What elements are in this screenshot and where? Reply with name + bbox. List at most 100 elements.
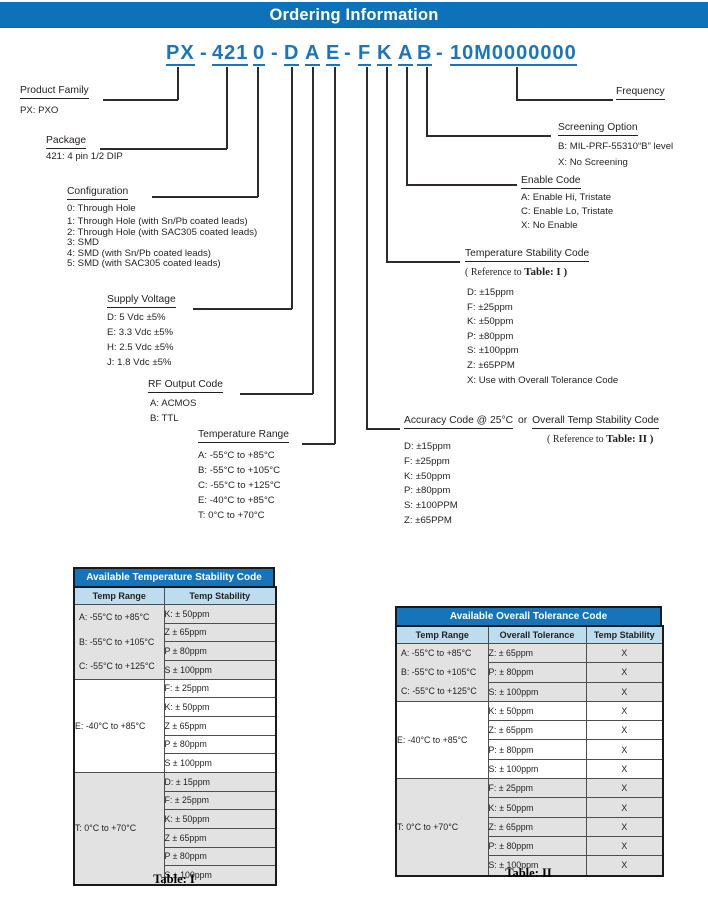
connector-line [386, 261, 460, 263]
temp-range-value: A: -55°C to +85°C [79, 612, 150, 623]
package-code: 421: 4 pin 1/2 DIP [46, 151, 123, 162]
temp-stability-value: K: ± 50ppm [163, 809, 277, 829]
temperature-range-code: T: 0°C to +70°C [198, 510, 265, 521]
part-number-segment-family: PX [166, 42, 195, 66]
screening-option-list: B: MIL-PRF-55310“B” level X: No Screenin… [558, 139, 673, 170]
reference-text: ( Reference to [465, 267, 522, 278]
temp-range-value: C: -55°C to +125°C [79, 661, 155, 672]
temperature-stability-code: X: Use with Overall Tolerance Code [467, 374, 619, 386]
screening-option-code: X: No Screening [558, 156, 628, 168]
temp-stability-value: F: ± 25ppm [163, 678, 277, 699]
overall-tolerance-value: S: ± 100ppm [487, 681, 587, 702]
part-number-segment-enable: A [398, 42, 414, 66]
table-ii-col-overall-tolerance: Overall Tolerance [487, 625, 587, 644]
table-i-range-group-t: T: 0°C to +70°C [73, 771, 165, 886]
temp-stability-mark: X [585, 662, 664, 683]
connector-line [100, 148, 227, 150]
configuration-code-list: 1: Through Hole (with Sn/Pb coated leads… [67, 216, 258, 270]
temperature-range-list: A: -55°C to +85°C B: -55°C to +105°C C: … [198, 448, 281, 523]
table-ii-range-group-abc: A: -55°C to +85°C B: -55°C to +105°C C: … [395, 643, 489, 702]
configuration-label: Configuration [67, 186, 129, 200]
page-title: Ordering Information [269, 5, 439, 24]
supply-voltage-list: D: 5 Vdc ±5% E: 3.3 Vdc ±5% H: 2.5 Vdc ±… [107, 310, 174, 370]
configuration-code: 3: SMD [67, 237, 99, 249]
accuracy-code: K: ±50ppm [404, 470, 451, 482]
part-number-segment-temprange: E [326, 42, 341, 66]
screening-option-code: B: MIL-PRF-55310“B” level [558, 141, 674, 152]
supply-voltage-label: Supply Voltage [107, 294, 176, 308]
temp-range-value: C: -55°C to +125°C [401, 686, 477, 697]
table-i-caption: Table: I [153, 872, 195, 886]
or-text: or [518, 415, 528, 426]
product-family-code: PX: PXO [20, 105, 59, 116]
screening-option-label: Screening Option [558, 122, 638, 136]
overall-tolerance-value: K: ± 50ppm [487, 700, 587, 722]
product-family-label: Product Family [20, 85, 89, 99]
connector-line [257, 67, 259, 197]
temp-stability-mark: X [585, 835, 664, 857]
accuracy-code-label: Accuracy Code @ 25°C [404, 415, 514, 429]
connector-line [426, 67, 428, 136]
reference-table-name: Table: I ) [524, 266, 568, 278]
overall-tolerance-value: P: ± 80ppm [487, 835, 587, 857]
temp-range-value: B: -55°C to +105°C [79, 636, 155, 647]
accuracy-code: Z: ±65PPM [404, 514, 452, 526]
reference-table-name: Table: II ) [606, 433, 654, 445]
part-number-separator: - [344, 42, 352, 64]
connector-line [406, 184, 517, 186]
part-number-segment-accuracy: F [358, 42, 372, 66]
connector-line [291, 67, 293, 309]
supply-voltage-code: E: 3.3 Vdc ±5% [107, 327, 174, 338]
enable-code: C: Enable Lo, Tristate [521, 206, 614, 218]
configuration-code: 2: Through Hole (with SAC305 coated lead… [67, 226, 258, 238]
configuration-code: 4: SMD (with Sn/Pb coated leads) [67, 247, 211, 259]
table-i: Available Temperature Stability Code Tem… [73, 567, 277, 886]
accuracy-code: S: ±100PPM [404, 500, 458, 512]
connector-line [366, 67, 368, 429]
connector-line [312, 67, 314, 394]
temp-stability-value: S ± 100ppm [163, 865, 277, 886]
supply-voltage-code: H: 2.5 Vdc ±5% [107, 342, 174, 353]
table-ii-caption: Table: II [505, 866, 552, 880]
temp-stability-value: D: ± 15ppm [163, 771, 277, 792]
temperature-range-code: B: -55°C to +105°C [198, 465, 281, 476]
temp-stability-mark: X [585, 797, 664, 818]
table-ii: Available Overall Tolerance Code Temp Ra… [395, 606, 664, 877]
part-number-segment-rf: A [305, 42, 321, 66]
connector-line [516, 67, 518, 100]
connector-line [103, 99, 178, 101]
part-number-segment-config: 0 [253, 42, 266, 66]
enable-code: A: Enable Hi, Tristate [521, 192, 612, 203]
temp-stability-value: P ± 80ppm [163, 641, 277, 661]
temp-stability-mark: X [585, 739, 664, 760]
package-label: Package [46, 135, 87, 149]
overall-tolerance-value: K: ± 50ppm [487, 797, 587, 818]
connector-line [177, 67, 179, 100]
temp-stability-value: K: ± 50ppm [163, 604, 277, 624]
temperature-stability-code: S: ±100ppm [467, 345, 519, 357]
temperature-stability-code: F: ±25ppm [467, 301, 513, 313]
temp-range-value: A: -55°C to +85°C [401, 648, 472, 659]
configuration-code-0: 0: Through Hole [67, 203, 136, 214]
temperature-range-code: E: -40°C to +85°C [198, 495, 275, 506]
connector-line [406, 67, 408, 185]
overall-tolerance-value: S: ± 100ppm [487, 855, 587, 877]
table-ii-col-temp-stability: Temp Stability [585, 625, 664, 644]
temp-stability-mark: X [585, 720, 664, 741]
temp-stability-mark: X [585, 816, 664, 837]
configuration-code: 5: SMD (with SAC305 coated leads) [67, 258, 221, 270]
table-i-range-group-e: E: -40°C to +85°C [73, 678, 165, 773]
temp-range-value: B: -55°C to +105°C [401, 667, 477, 678]
enable-code-label: Enable Code [521, 175, 581, 189]
rf-output-code-list: A: ACMOS B: TTL [150, 396, 196, 426]
connector-line [366, 428, 400, 430]
rf-output-code-label: RF Output Code [148, 379, 223, 393]
table-ii-range-group-t: T: 0°C to +70°C [395, 778, 489, 877]
connector-line [302, 443, 335, 445]
temp-stability-value: Z ± 65ppm [163, 715, 277, 736]
temp-stability-mark: X [585, 642, 664, 664]
table-ii-title: Available Overall Tolerance Code [395, 606, 662, 625]
table-i-col-temp-stability: Temp Stability [163, 586, 277, 605]
accuracy-code: D: ±15ppm [404, 441, 451, 452]
overall-tolerance-value: S: ± 100ppm [487, 758, 587, 780]
